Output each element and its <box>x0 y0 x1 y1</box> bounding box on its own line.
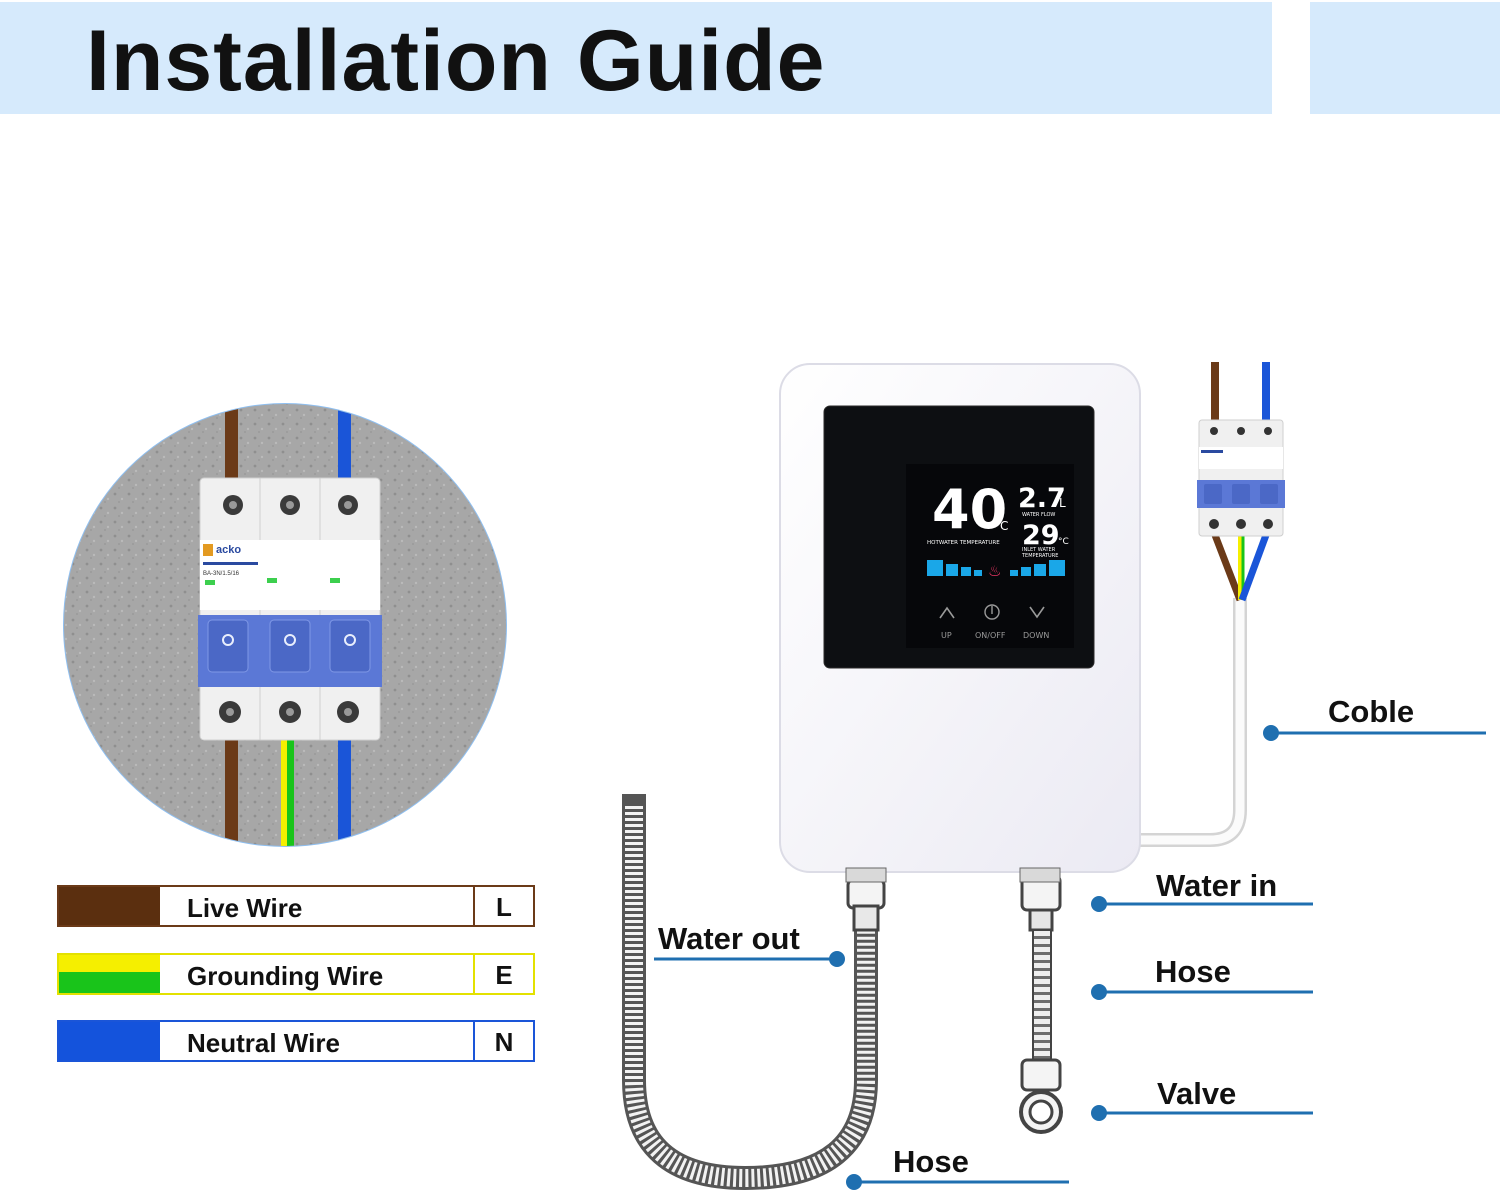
mini-breaker <box>1197 419 1285 537</box>
hot-temp-caption: HOTWATER TEMPERATURE <box>927 540 1000 546</box>
legend-label: Live Wire <box>187 893 303 923</box>
live-wire-top <box>225 404 238 480</box>
chevron-down-icon <box>1029 606 1045 619</box>
neutral-wire-swatch <box>59 1022 160 1060</box>
power-button[interactable]: ON/OFF <box>975 604 1006 640</box>
inlet-temp-unit: °C <box>1058 537 1069 547</box>
inlet-hose-valve <box>1019 874 1063 1134</box>
title-band-accent <box>1310 2 1500 114</box>
up-label: UP <box>941 631 952 640</box>
live-wire-swatch <box>59 887 160 925</box>
breaker-model: BA-3N/1.5/16 <box>203 571 240 577</box>
inlet-caption-line1: INLET WATER <box>1022 547 1056 553</box>
title-band <box>0 2 1272 114</box>
legend-label: Grounding Wire <box>187 961 384 991</box>
legend-label: Neutral Wire <box>187 1028 340 1058</box>
hot-temp-unit: °C <box>994 519 1008 533</box>
legend-neutral-wire: Neutral Wire N <box>57 1020 535 1062</box>
power-icon <box>984 604 1000 620</box>
power-level-bars: ♨ <box>927 560 1065 580</box>
live-wire-bottom <box>225 735 238 846</box>
water-heater-unit: 40 °C HOTWATER TEMPERATURE 2.7 L WATER F… <box>779 363 1141 883</box>
page-title: Installation Guide <box>86 13 826 109</box>
callout-valve: Valve <box>1157 1076 1237 1111</box>
breaker-brand: acko <box>216 544 241 556</box>
callout-water-out: Water out <box>658 921 800 956</box>
flow-readout: 2.7 <box>1018 483 1066 514</box>
hot-temp-readout: 40 <box>932 478 1007 541</box>
down-label: DOWN <box>1023 631 1049 640</box>
callout-lines <box>654 725 1486 1190</box>
flow-caption: WATER FLOW <box>1022 512 1055 518</box>
onoff-label: ON/OFF <box>975 631 1006 640</box>
circuit-breaker: acko BA-3N/1.5/16 <box>198 477 382 741</box>
grounding-wire-swatch <box>59 955 160 993</box>
legend-code: E <box>473 955 533 993</box>
flame-icon: ♨ <box>988 563 1001 580</box>
callout-hose-outlet: Hose <box>893 1144 969 1179</box>
neutral-wire-top <box>338 404 351 480</box>
ground-wire-bottom <box>287 735 294 846</box>
chevron-up-icon <box>939 606 955 619</box>
legend-code: L <box>473 887 533 925</box>
flow-unit: L <box>1059 496 1066 510</box>
inlet-temp-readout: 29 <box>1022 520 1060 551</box>
outlet-hose <box>622 794 886 1191</box>
inlet-caption-line2: TEMPERATURE <box>1021 553 1058 559</box>
up-button[interactable]: UP <box>939 606 955 640</box>
breaker-closeup: acko BA-3N/1.5/16 <box>63 403 507 847</box>
legend-grounding-wire: Grounding Wire E <box>57 953 535 995</box>
callout-water-in: Water in <box>1156 868 1278 903</box>
callout-hose-inlet: Hose <box>1155 954 1231 989</box>
legend-live-wire: Live Wire L <box>57 885 535 927</box>
power-cable <box>1138 362 1285 847</box>
legend-code: N <box>473 1022 533 1060</box>
neutral-wire-bottom <box>338 735 351 846</box>
callout-cable: Coble <box>1328 694 1415 729</box>
down-button[interactable]: DOWN <box>1023 606 1049 640</box>
